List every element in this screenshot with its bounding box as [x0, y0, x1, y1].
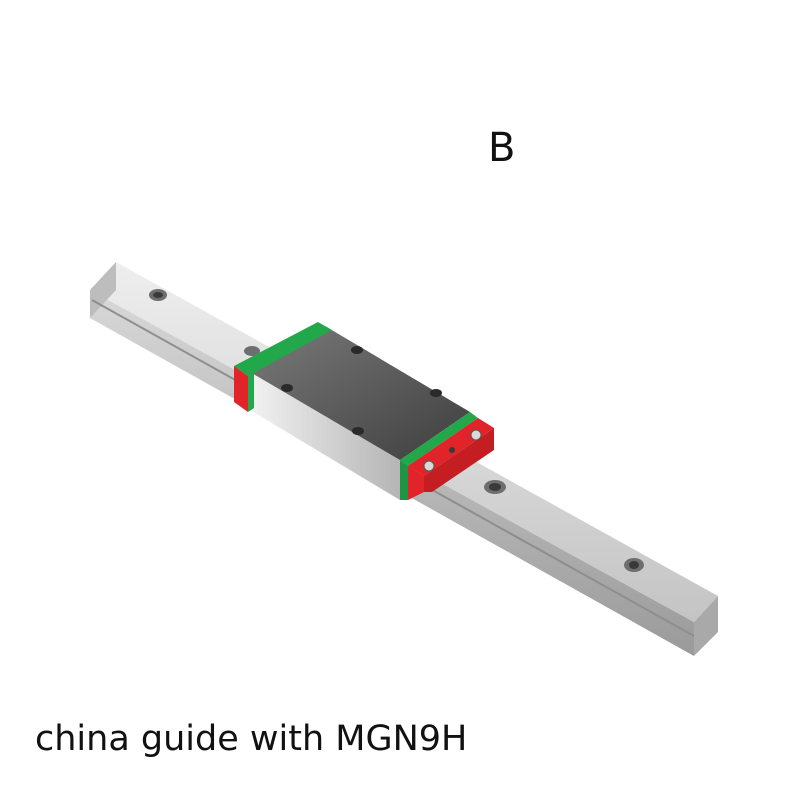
- variant-letter: B: [488, 125, 516, 171]
- front-end-cap: [400, 412, 494, 500]
- rail-mounting-holes: [149, 289, 644, 572]
- product-caption: china guide with MGN9H: [35, 719, 468, 759]
- carriage-block: [250, 326, 470, 500]
- rear-end-seal: [234, 322, 332, 412]
